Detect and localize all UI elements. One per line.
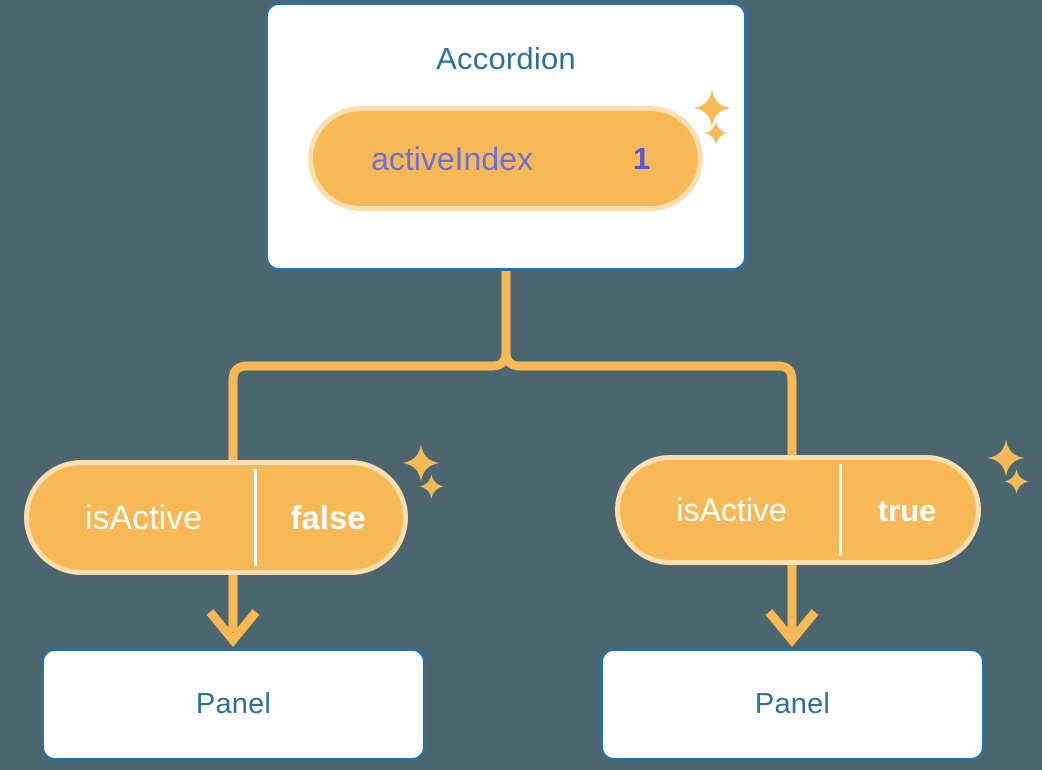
prop-badge-value: true: [839, 464, 972, 556]
accordion-title: Accordion: [436, 41, 576, 76]
state-badge-value: 1: [587, 115, 694, 202]
state-badge-active-index[interactable]: activeIndex 1: [308, 106, 703, 211]
prop-badge-is-active-true[interactable]: isActive true: [615, 455, 981, 565]
panel-title: Panel: [195, 688, 272, 720]
panel-card-left[interactable]: Panel: [41, 648, 426, 761]
prop-badge-is-active-false[interactable]: isActive false: [24, 460, 408, 575]
arrow-down-icon-right: [765, 609, 819, 648]
prop-badge-key: isActive: [676, 492, 787, 528]
state-badge-key: activeIndex: [371, 140, 533, 177]
panel-card-right[interactable]: Panel: [600, 648, 985, 761]
connector-branch-right: [501, 351, 797, 461]
prop-badge-key: isActive: [84, 498, 203, 537]
connector-branch-left: [228, 351, 511, 466]
prop-badge-value: false: [254, 469, 399, 566]
arrow-down-icon-left: [206, 609, 260, 648]
panel-title: Panel: [754, 688, 831, 720]
